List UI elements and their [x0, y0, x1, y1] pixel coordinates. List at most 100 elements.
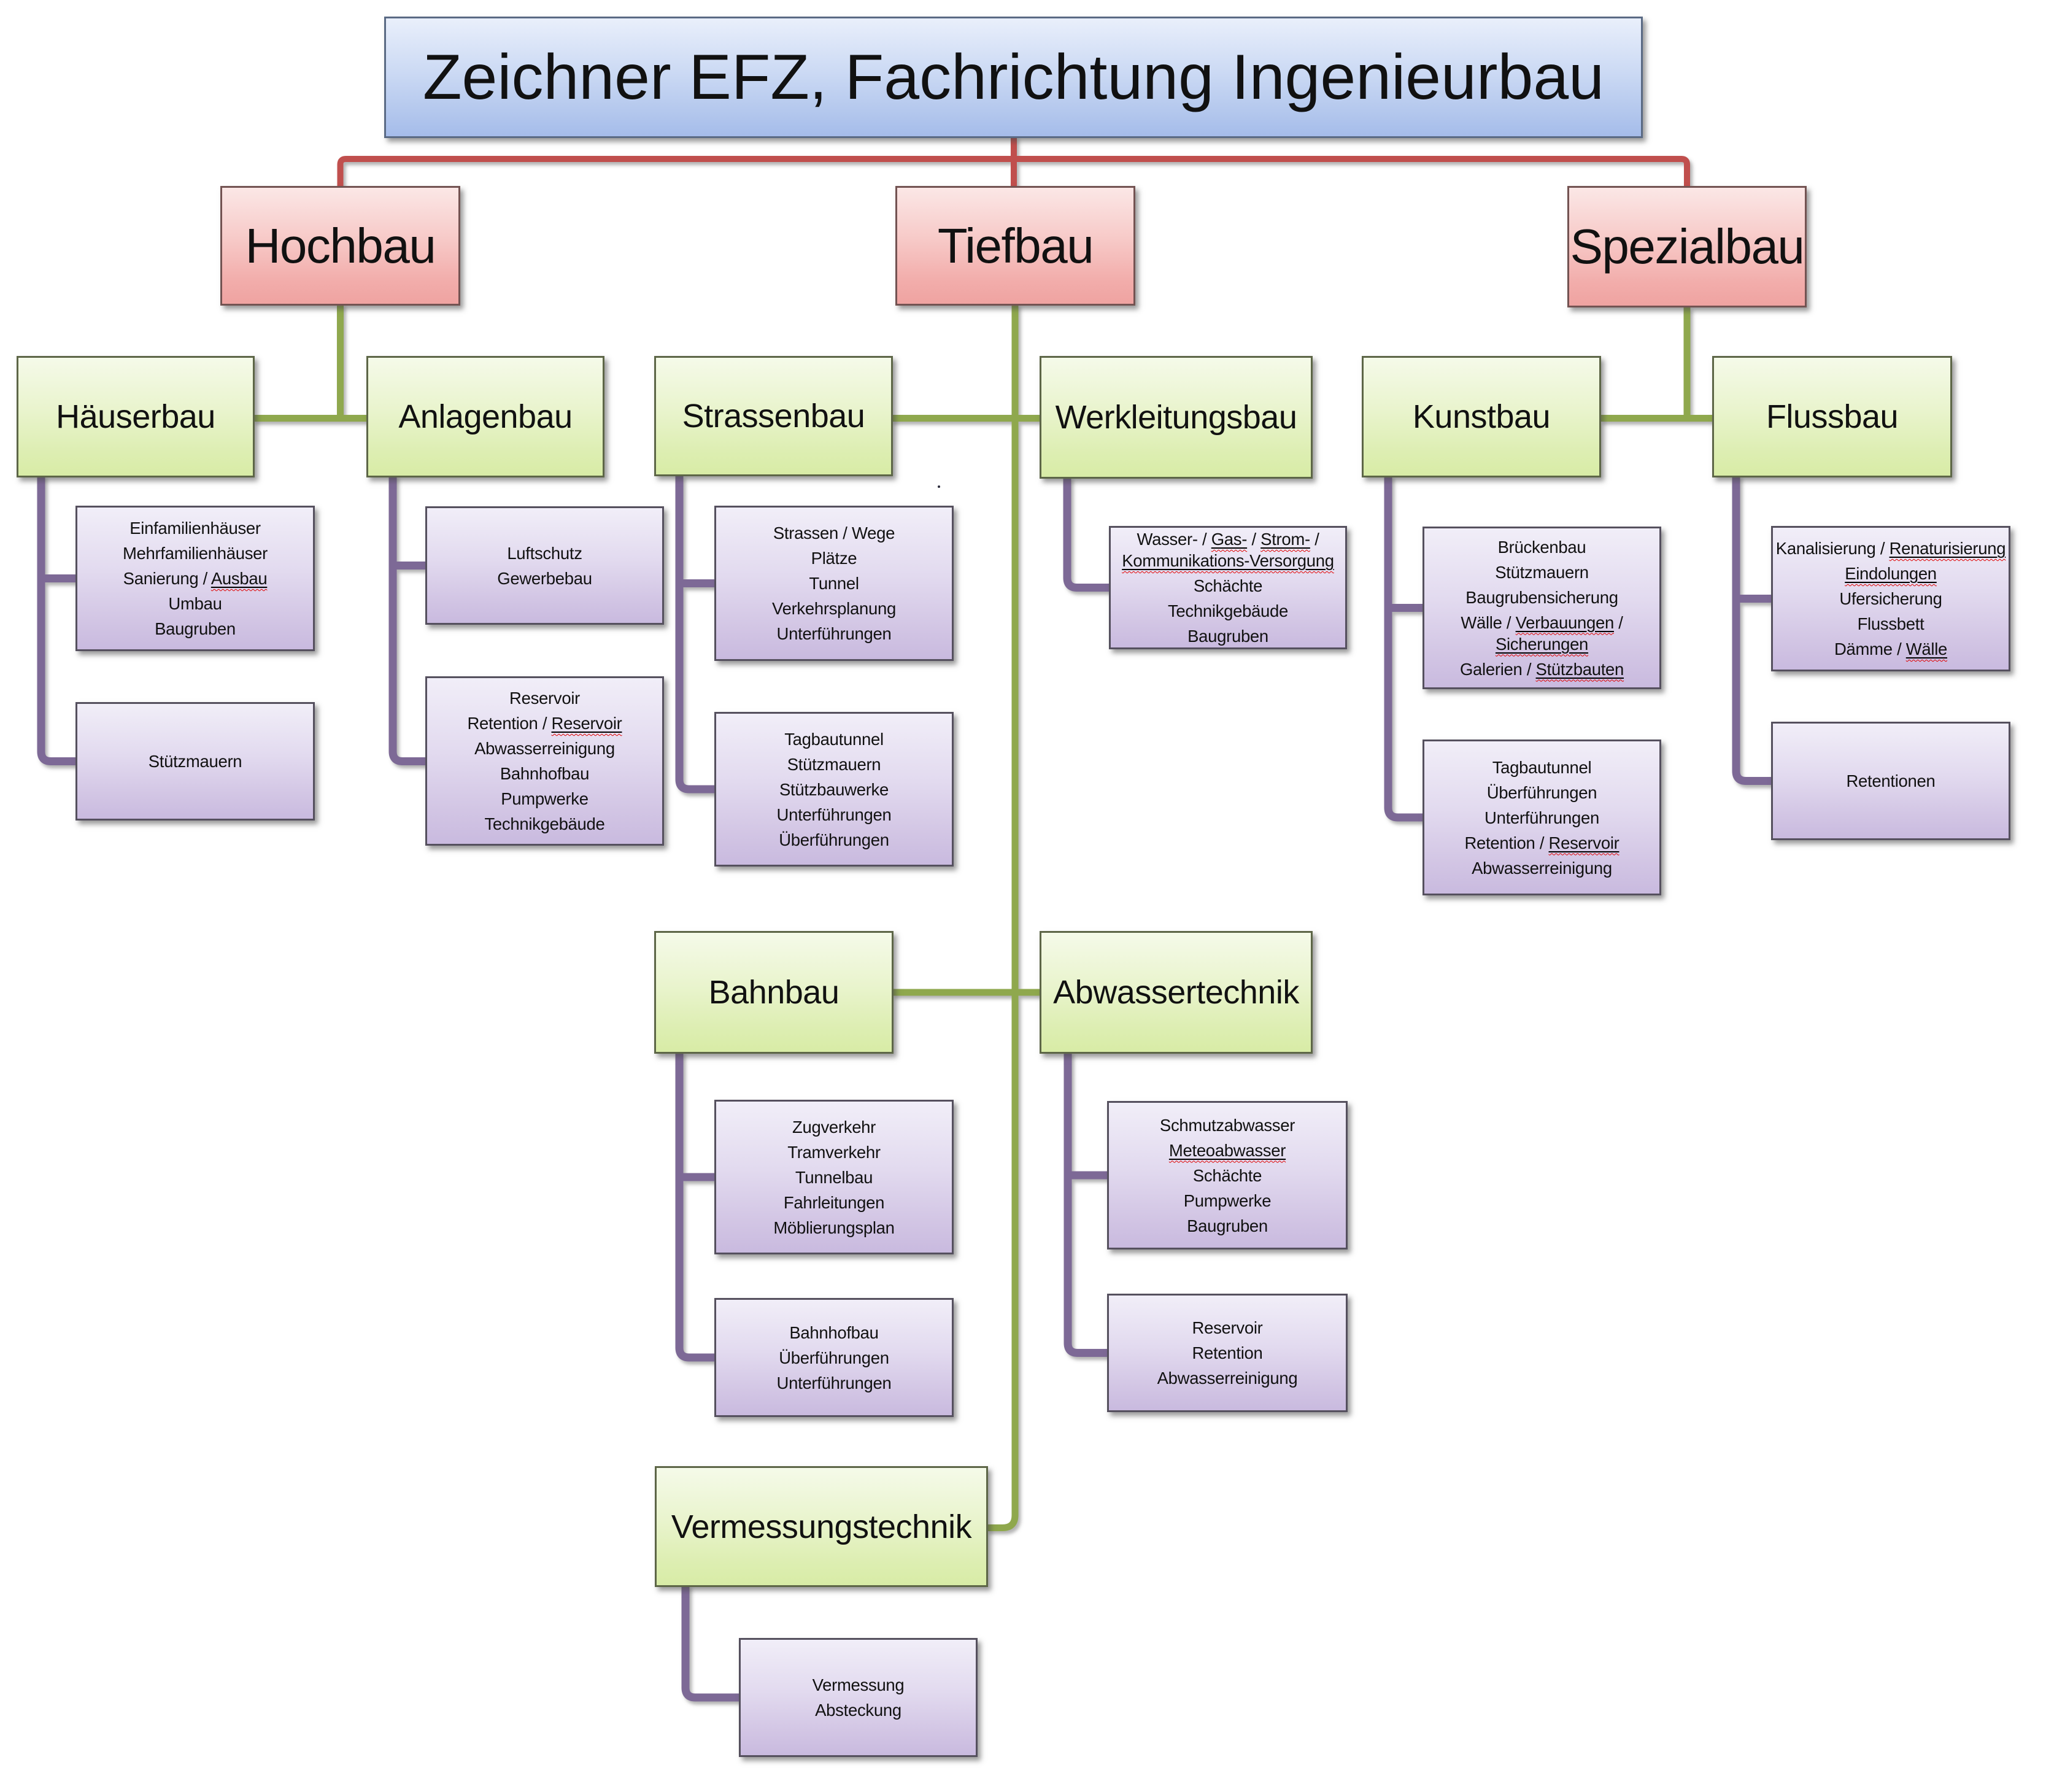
leaf-item: Ufersicherung: [1839, 589, 1942, 608]
leaf-item: Fahrleitungen: [783, 1192, 885, 1212]
branch-tiefbau-label: Tiefbau: [937, 218, 1094, 273]
leaf-item: Meteoabwasser: [1168, 1140, 1286, 1160]
leaf-item: Absteckung: [815, 1701, 901, 1720]
group-anlagenbau-label: Anlagenbau: [398, 398, 573, 435]
leaf-item: Luftschutz: [507, 543, 582, 563]
leaf-item: Unterführungen: [776, 1373, 892, 1392]
leaf-item: Stützbauwerke: [779, 779, 889, 799]
leaf-item: Sanierung / Ausbau: [123, 569, 268, 588]
leaf-item: Möblierungsplan: [773, 1218, 895, 1237]
leaf-flussbau-2: Retentionen: [1771, 722, 2010, 840]
leaf-item: Schächte: [1192, 1165, 1262, 1185]
leaf-item: Überführungen: [1486, 782, 1597, 802]
leaf-item: Baugruben: [1187, 627, 1268, 646]
leaf-item: Zugverkehr: [792, 1117, 876, 1137]
leaf-item: Tagbautunnel: [784, 729, 884, 749]
leaf-item: Plätze: [811, 549, 857, 568]
branch-spezialbau-label: Spezialbau: [1570, 219, 1805, 274]
leaf-item: Einfamilienhäuser: [129, 519, 261, 538]
connector-green-tiefbau-trunk: [986, 304, 1019, 1531]
group-haeuserbau: Häuserbau: [17, 356, 255, 477]
group-strassenbau: Strassenbau: [654, 356, 893, 476]
leaf-item: Retentionen: [1846, 771, 1936, 790]
group-anlagenbau: Anlagenbau: [366, 356, 604, 477]
group-kunstbau: Kunstbau: [1362, 356, 1601, 477]
leaf-item: Unterführungen: [1484, 808, 1599, 827]
group-vermessungstechnik: Vermessungstechnik: [655, 1466, 988, 1587]
leaf-item: Unterführungen: [776, 805, 892, 824]
group-werkleitungsbau: Werkleitungsbau: [1040, 356, 1313, 479]
leaf-item: Verkehrsplanung: [772, 599, 896, 618]
leaf-item: Schächte: [1193, 576, 1263, 595]
branch-tiefbau: Tiefbau: [895, 186, 1135, 306]
leaf-item: Bahnhofbau: [789, 1323, 879, 1342]
branch-hochbau-label: Hochbau: [245, 218, 436, 273]
leaf-item: Tramverkehr: [787, 1142, 881, 1162]
title-box: Zeichner EFZ, Fachrichtung Ingenieurbau: [384, 17, 1643, 138]
leaf-item: Brückenbau: [1497, 537, 1586, 557]
leaf-item: Gewerbebau: [497, 568, 592, 588]
group-abwassertechnik: Abwassertechnik: [1040, 931, 1313, 1054]
leaf-item: Schmutzabwasser: [1159, 1115, 1295, 1135]
connector-purple-werkleitungsbau: [1063, 476, 1111, 592]
connector-purple-flussbau: [1732, 475, 1774, 785]
group-vermessungstechnik-label: Vermessungstechnik: [671, 1508, 972, 1545]
leaf-item: Abwasserreinigung: [474, 739, 615, 758]
leaf-item: Retention / Reservoir: [1464, 833, 1619, 852]
leaf-item: Stützmauern: [787, 754, 881, 774]
leaf-item: Baugrubensicherung: [1465, 587, 1618, 607]
connector-purple-abwassertechnik: [1064, 1051, 1110, 1357]
leaf-item: Wasser- / Gas- / Strom- / Kommunikations…: [1122, 530, 1334, 570]
leaf-item: Kanalisierung / Renaturisierung: [1775, 539, 2006, 558]
connector-purple-haeuserbau: [37, 475, 78, 765]
leaf-item: Umbau: [168, 594, 222, 613]
leaf-item: Retention / Reservoir: [467, 714, 622, 733]
leaf-item: Flussbett: [1857, 614, 1924, 633]
leaf-item: Technikgebäude: [1167, 601, 1289, 620]
leaf-item: Reservoir: [509, 689, 580, 708]
leaf-werkleitungsbau-1: Wasser- / Gas- / Strom- / Kommunikations…: [1109, 526, 1347, 649]
branch-spezialbau: Spezialbau: [1567, 186, 1807, 307]
leaf-item: Wälle / Verbauungen / Sicherungen: [1461, 612, 1623, 654]
leaf-item: Vermessung: [812, 1675, 905, 1694]
connector-red-rail: [337, 156, 1690, 188]
leaf-item: Abwasserreinigung: [1472, 858, 1612, 878]
group-werkleitungsbau-label: Werkleitungsbau: [1055, 399, 1297, 436]
leaf-item: Dämme / Wälle: [1834, 639, 1948, 658]
leaf-item: Retention: [1192, 1343, 1263, 1362]
leaf-item: Baugruben: [1187, 1216, 1268, 1235]
group-haeuserbau-label: Häuserbau: [56, 398, 215, 435]
group-flussbau: Flussbau: [1712, 356, 1952, 477]
leaf-item: Technikgebäude: [484, 814, 605, 833]
group-bahnbau: Bahnbau: [654, 931, 894, 1054]
group-flussbau-label: Flussbau: [1766, 398, 1899, 435]
group-bahnbau-label: Bahnbau: [708, 974, 840, 1011]
connector-purple-strassenbau: [675, 475, 717, 794]
leaf-item: Baugruben: [155, 619, 236, 638]
leaf-item: Reservoir: [1192, 1318, 1263, 1337]
stray-dot: [938, 485, 940, 488]
leaf-item: Pumpwerke: [501, 789, 589, 808]
leaf-haeuserbau-2: Stützmauern: [75, 702, 315, 821]
title-label: Zeichner EFZ, Fachrichtung Ingenieurbau: [422, 41, 1604, 113]
leaf-item: Mehrfamilienhäuser: [122, 544, 268, 563]
leaf-item: Galerien / Stützbauten: [1459, 659, 1624, 679]
connector-purple-vermessungstechnik: [681, 1585, 741, 1702]
leaf-item: Strassen / Wege: [773, 523, 895, 543]
group-kunstbau-label: Kunstbau: [1412, 398, 1551, 435]
leaf-item: Stützmauern: [148, 752, 242, 771]
group-strassenbau-label: Strassenbau: [682, 398, 865, 434]
